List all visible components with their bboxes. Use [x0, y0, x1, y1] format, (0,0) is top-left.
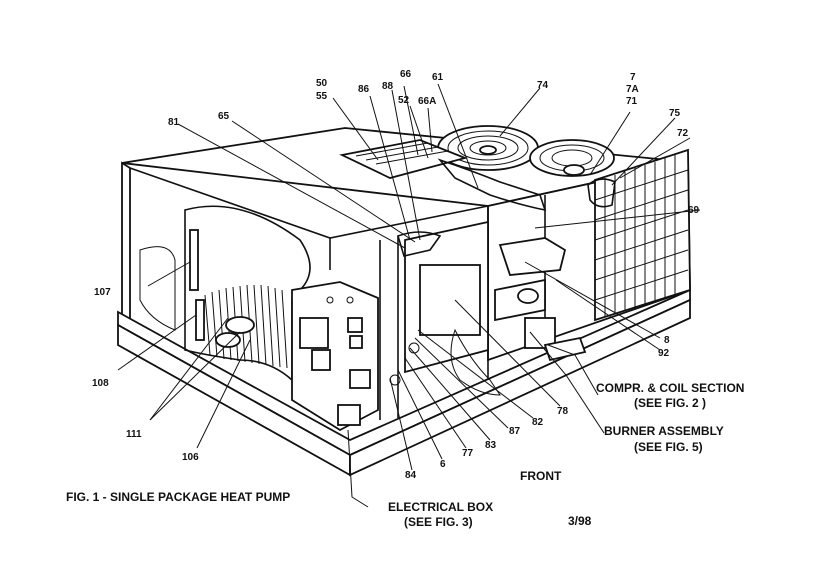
callout-6: 6 — [440, 459, 446, 470]
front-label: FRONT — [520, 469, 562, 483]
callout-66a: 66A — [418, 96, 436, 107]
coil-fins — [204, 284, 288, 369]
callout-75: 75 — [669, 108, 681, 119]
callout-111: 111 — [126, 429, 142, 440]
callout-92: 92 — [658, 348, 670, 359]
callout-106: 106 — [182, 452, 199, 463]
callout-7a: 7A — [626, 84, 639, 95]
callout-labels: 50 55 86 88 66 52 66A 61 74 7 7A 71 75 7… — [92, 69, 700, 481]
callout-77: 77 — [462, 448, 474, 459]
callout-78: 78 — [557, 406, 569, 417]
callout-82: 82 — [532, 417, 544, 428]
left-coil-section — [139, 205, 311, 382]
callout-65: 65 — [218, 111, 230, 122]
electrical-box-ref: (SEE FIG. 3) — [404, 515, 473, 529]
electrical-box-label: ELECTRICAL BOX — [388, 500, 493, 514]
leader-lines — [117, 83, 701, 508]
electrical-box — [291, 281, 379, 432]
callout-69: 69 — [688, 205, 700, 216]
callout-87: 87 — [509, 426, 521, 437]
center-compartment — [389, 220, 501, 396]
date-code: 3/98 — [568, 514, 592, 528]
callout-52: 52 — [398, 95, 410, 106]
callout-72: 72 — [677, 128, 689, 139]
callout-71: 71 — [626, 96, 638, 107]
burner-assembly-label: BURNER ASSEMBLY — [604, 424, 724, 438]
burner-section — [494, 237, 587, 362]
coil-grid — [594, 155, 689, 317]
condenser-coil — [587, 148, 691, 322]
condenser-fan-left — [437, 125, 539, 171]
callout-83: 83 — [485, 440, 497, 451]
compr-coil-section-ref: (SEE FIG. 2 ) — [634, 396, 706, 410]
callout-107: 107 — [94, 287, 111, 298]
section-labels: COMPR. & COIL SECTION (SEE FIG. 2 ) BURN… — [66, 381, 744, 529]
callout-84: 84 — [405, 470, 417, 481]
callout-108: 108 — [92, 378, 109, 389]
callout-81: 81 — [168, 117, 180, 128]
condenser-fan-right — [529, 139, 615, 177]
callout-50: 50 — [316, 78, 328, 89]
callout-88: 88 — [382, 81, 394, 92]
callout-74: 74 — [537, 80, 549, 91]
callout-61: 61 — [432, 72, 444, 83]
callout-86: 86 — [358, 84, 370, 95]
compr-coil-section-label: COMPR. & COIL SECTION — [596, 381, 744, 395]
callout-8: 8 — [664, 335, 670, 346]
burner-assembly-ref: (SEE FIG. 5) — [634, 440, 703, 454]
callout-7: 7 — [630, 72, 636, 83]
figure-caption: FIG. 1 - SINGLE PACKAGE HEAT PUMP — [66, 490, 290, 504]
callout-66: 66 — [400, 69, 412, 80]
callout-55: 55 — [316, 91, 328, 102]
